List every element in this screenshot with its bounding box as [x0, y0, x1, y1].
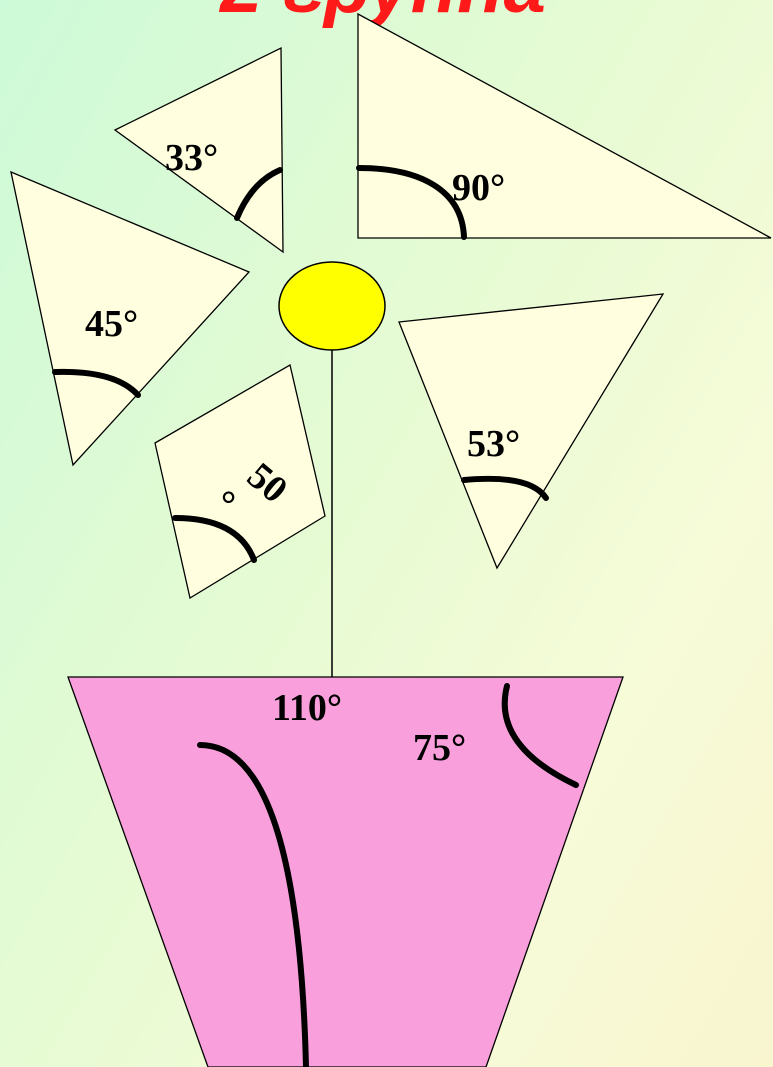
angle-arc [52, 368, 141, 398]
petal-shape [398, 293, 665, 570]
petal-shape [113, 46, 284, 254]
petal-triangle-45: 45° [10, 170, 251, 467]
angle-arc [172, 515, 257, 563]
angle-label-45: 45° [85, 303, 138, 345]
slide-title: 2 группа [218, 0, 546, 29]
pot-angle-label-110: 110° [272, 687, 342, 729]
angle-arc [356, 165, 467, 240]
angle-label-50-degree-sign: ° [221, 484, 236, 526]
angle-arc [461, 475, 549, 501]
angle-arc [234, 167, 283, 221]
angle-label-53: 53° [467, 423, 520, 465]
petal-shape [10, 170, 251, 467]
angle-label-90: 90° [452, 167, 505, 209]
petal-triangle-33: 33° [113, 46, 284, 254]
petal-triangle-53: 53° [398, 293, 665, 570]
flower-pot: 75° 110° [67, 676, 624, 1067]
petal-shape [154, 363, 326, 600]
pot-angle-arc-top-right [501, 683, 579, 788]
angle-label-33: 33° [165, 137, 218, 179]
flower-center [278, 261, 386, 351]
pot-angle-label-75: 75° [413, 727, 466, 769]
petal-shape [357, 12, 772, 239]
pot-angle-arc-bottom-left [197, 742, 309, 1067]
pot-trapezoid [67, 676, 624, 1067]
petal-triangle-90: 90° [356, 12, 772, 240]
petal-quadrilateral-50: 50 ° [154, 363, 326, 600]
